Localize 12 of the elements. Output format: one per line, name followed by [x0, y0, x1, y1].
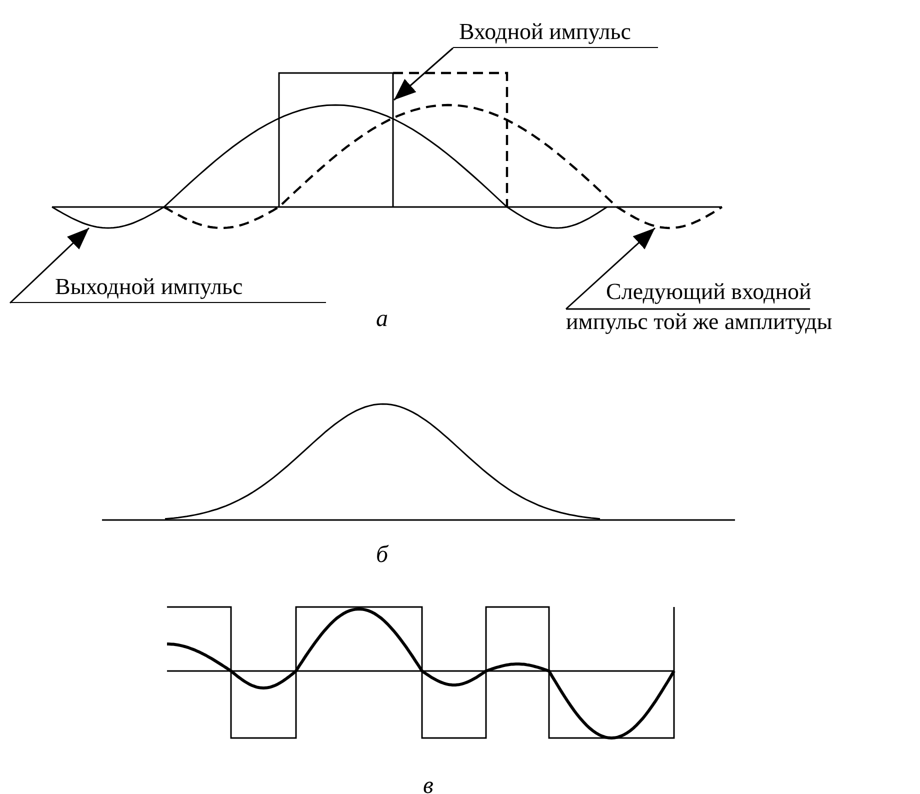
- leader-arrow: [394, 47, 454, 101]
- leader-arrow: [566, 227, 656, 310]
- leader-arrow: [9, 227, 90, 304]
- dashed-waveform-curve: [163, 104, 723, 230]
- panel-label: а: [376, 306, 388, 332]
- callout-label: Входной импульс: [453, 17, 658, 48]
- panel-label: б: [376, 542, 388, 568]
- callout-label: Следующий входной импульс той же амплитуды: [566, 277, 886, 339]
- output-waveform-curve: [52, 104, 608, 229]
- panel-label: в: [423, 773, 434, 794]
- rectangular-pulse-outline: [278, 72, 394, 207]
- callout-label: Выходной импульс: [10, 272, 326, 303]
